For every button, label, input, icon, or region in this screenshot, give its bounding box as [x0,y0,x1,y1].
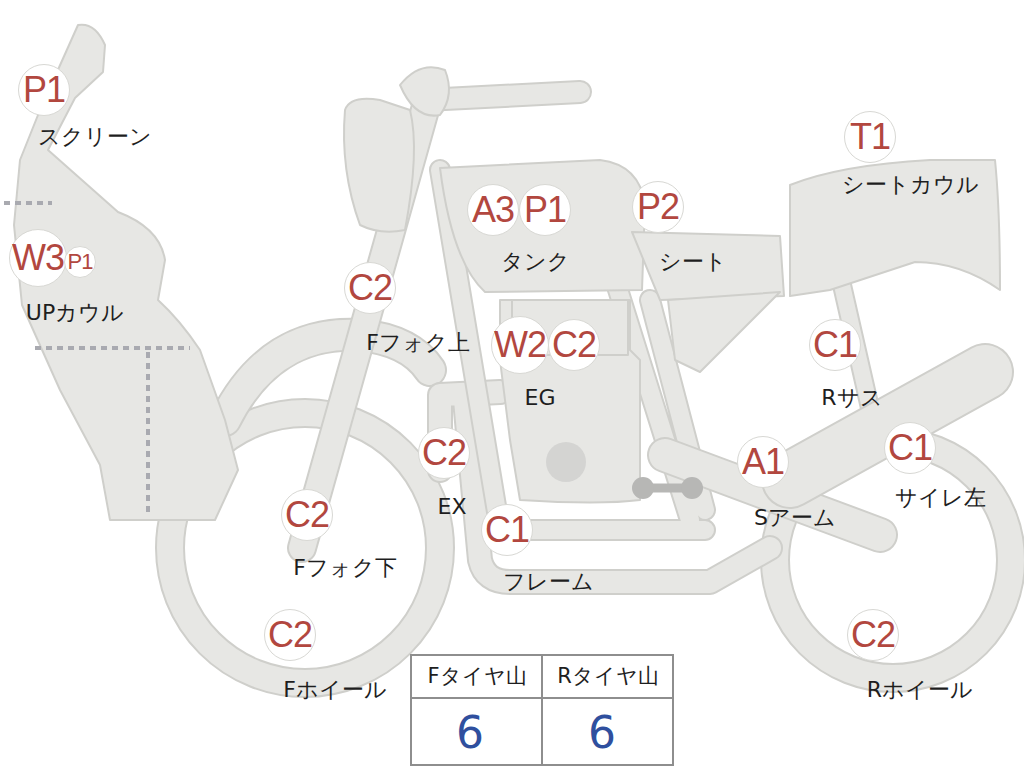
callout-code: C2 [422,435,466,471]
callout-code: P1 [68,251,93,273]
callout-circle: C1 [884,422,936,474]
callout-code: C2 [851,617,895,653]
seat-cowl [790,160,1000,296]
mirror [400,67,449,115]
front-fork-fill [302,85,432,548]
callout-code: C2 [285,497,329,533]
callout-circle: C2 [847,609,899,661]
silencer-fill [790,372,985,480]
part-name: Rサス [821,386,882,410]
part-name: フレーム [503,570,594,594]
footpeg-end [632,477,654,499]
part-name: EX [438,495,467,519]
table-frame [411,655,673,765]
callout-circle: C2 [264,609,316,661]
silencer [790,372,985,480]
callout-code: A3 [472,192,514,228]
callout-code: C2 [552,327,596,363]
callout-code: C1 [485,512,529,548]
callout-code: T1 [850,119,890,155]
callout-code: P1 [23,72,65,108]
callout-code: P1 [524,192,566,228]
seat [632,232,784,300]
side-panel [668,292,780,372]
callout-circle: P1 [64,246,96,278]
part-name: シートカウル [842,173,979,197]
callout-circle: C2 [281,489,333,541]
callout-code: P2 [637,189,679,225]
headlight [344,99,414,232]
callout-code: W3 [12,240,64,276]
part-name: シート [659,250,727,274]
callout-circle: P1 [18,64,70,116]
part-name: スクリーン [38,125,152,149]
seam-line [4,201,52,205]
callout-code: A1 [742,444,784,480]
table-header: Rタイヤ山 [557,665,659,688]
callout-circle: W3 [9,229,67,287]
callout-circle: C2 [548,319,600,371]
callout-circle: P1 [519,184,571,236]
table-value: 6 [456,709,484,757]
tread-table [411,655,673,765]
callout-code: C1 [888,430,932,466]
part-name: EG [525,386,556,410]
table-value: 6 [588,709,616,757]
seam-line [35,346,190,350]
part-name: Sアーム [754,506,836,530]
callout-circle: C2 [418,427,470,479]
seam-line [146,352,150,515]
engine-cover [546,442,586,482]
callout-circle: T1 [844,111,896,163]
callout-circle: C2 [344,262,396,314]
callout-circle: C1 [481,504,533,556]
part-name: Fフォク下 [293,556,397,580]
part-name: Fフォク上 [366,331,470,355]
part-name: タンク [501,250,570,274]
fuel-tank [440,160,645,292]
table-header: Fタイヤ山 [427,665,526,688]
part-name: サイレ左 [895,486,986,510]
part-name: Rホイール [867,678,973,702]
footpeg-end [681,477,703,499]
table-rule [541,655,543,765]
callout-circle: A1 [737,436,789,488]
part-name: UPカウル [26,301,124,325]
callout-circle: W2 [491,316,549,374]
part-name: Fホイール [283,678,387,702]
front-fork [302,85,432,548]
callout-code: C2 [268,617,312,653]
callout-circle: P2 [632,181,684,233]
callout-code: W2 [494,327,546,363]
callout-circle: C1 [809,319,861,371]
callout-code: C1 [813,327,857,363]
callout-circle: A3 [467,184,519,236]
callout-code: C2 [348,270,392,306]
